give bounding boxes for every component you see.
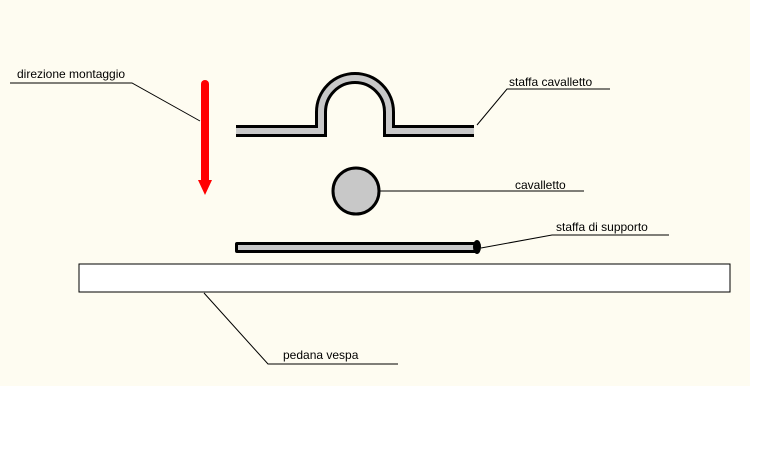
leader-footboard [203, 292, 398, 365]
label-direction: direzione montaggio [17, 67, 125, 81]
leader-stand-bracket [476, 88, 610, 126]
label-stand-bracket: staffa cavalletto [509, 75, 592, 89]
label-support-bracket: staffa di supporto [556, 220, 648, 234]
label-stand: cavalletto [515, 178, 566, 192]
label-footboard: pedana vespa [283, 348, 359, 362]
right-strip [750, 40, 777, 430]
arrow-down-icon [198, 80, 212, 195]
leader-direction [10, 82, 201, 122]
leader-support-bracket [480, 234, 669, 249]
stand-bracket-shape [236, 72, 474, 137]
stand-circle [331, 166, 381, 216]
footboard-rect [78, 263, 731, 293]
bottom-strip [8, 386, 758, 428]
support-bracket-shape [235, 240, 481, 254]
leader-lines [10, 82, 669, 365]
